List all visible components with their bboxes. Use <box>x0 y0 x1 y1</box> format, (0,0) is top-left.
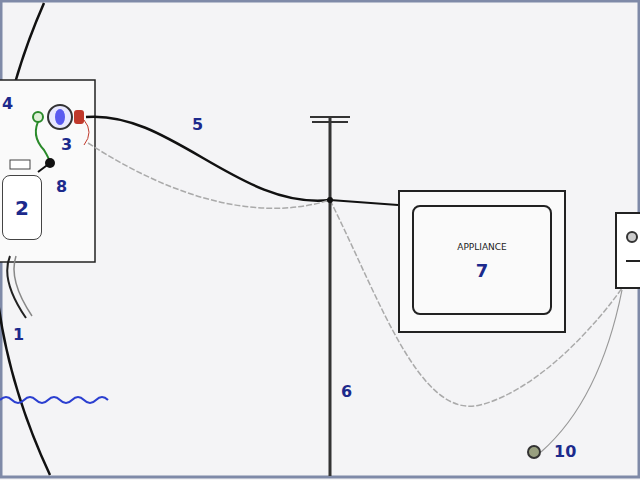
red-terminal <box>74 110 84 124</box>
callout-number: 4 <box>2 96 13 112</box>
battery-box: 2 <box>2 175 42 240</box>
dashed-wire <box>88 143 330 208</box>
terminal <box>48 105 72 129</box>
ground-wire <box>36 118 50 163</box>
callout-number: 7 <box>476 262 489 280</box>
appliance-box: APPLIANCE 7 <box>398 190 566 333</box>
pole-top <box>310 116 350 118</box>
junction-dot <box>327 197 333 203</box>
callout-number: 2 <box>15 198 29 218</box>
wire <box>330 200 398 205</box>
callout-number: 8 <box>56 179 67 195</box>
callout-number: 6 <box>341 384 352 400</box>
terminal-core <box>55 109 65 125</box>
water-line <box>0 397 108 403</box>
callout-number: 1 <box>13 327 24 343</box>
appliance-label: APPLIANCE <box>457 243 507 252</box>
battery-terminal <box>10 160 30 169</box>
ground-ring <box>528 446 540 458</box>
outlet-box <box>616 213 640 288</box>
callout-number: 5 <box>192 117 203 133</box>
pole <box>329 117 332 476</box>
outlet-slot <box>626 260 640 262</box>
pole-top <box>312 121 348 123</box>
cable <box>14 256 32 316</box>
callout-number: 10 <box>554 444 576 460</box>
callout-number: 3 <box>61 137 72 153</box>
green-terminal <box>33 112 43 122</box>
wire <box>86 117 330 201</box>
appliance-screen <box>412 205 552 315</box>
outlet-ring <box>627 232 637 242</box>
red-wire <box>84 120 89 145</box>
panel <box>0 80 95 262</box>
junction-dot <box>45 158 55 168</box>
